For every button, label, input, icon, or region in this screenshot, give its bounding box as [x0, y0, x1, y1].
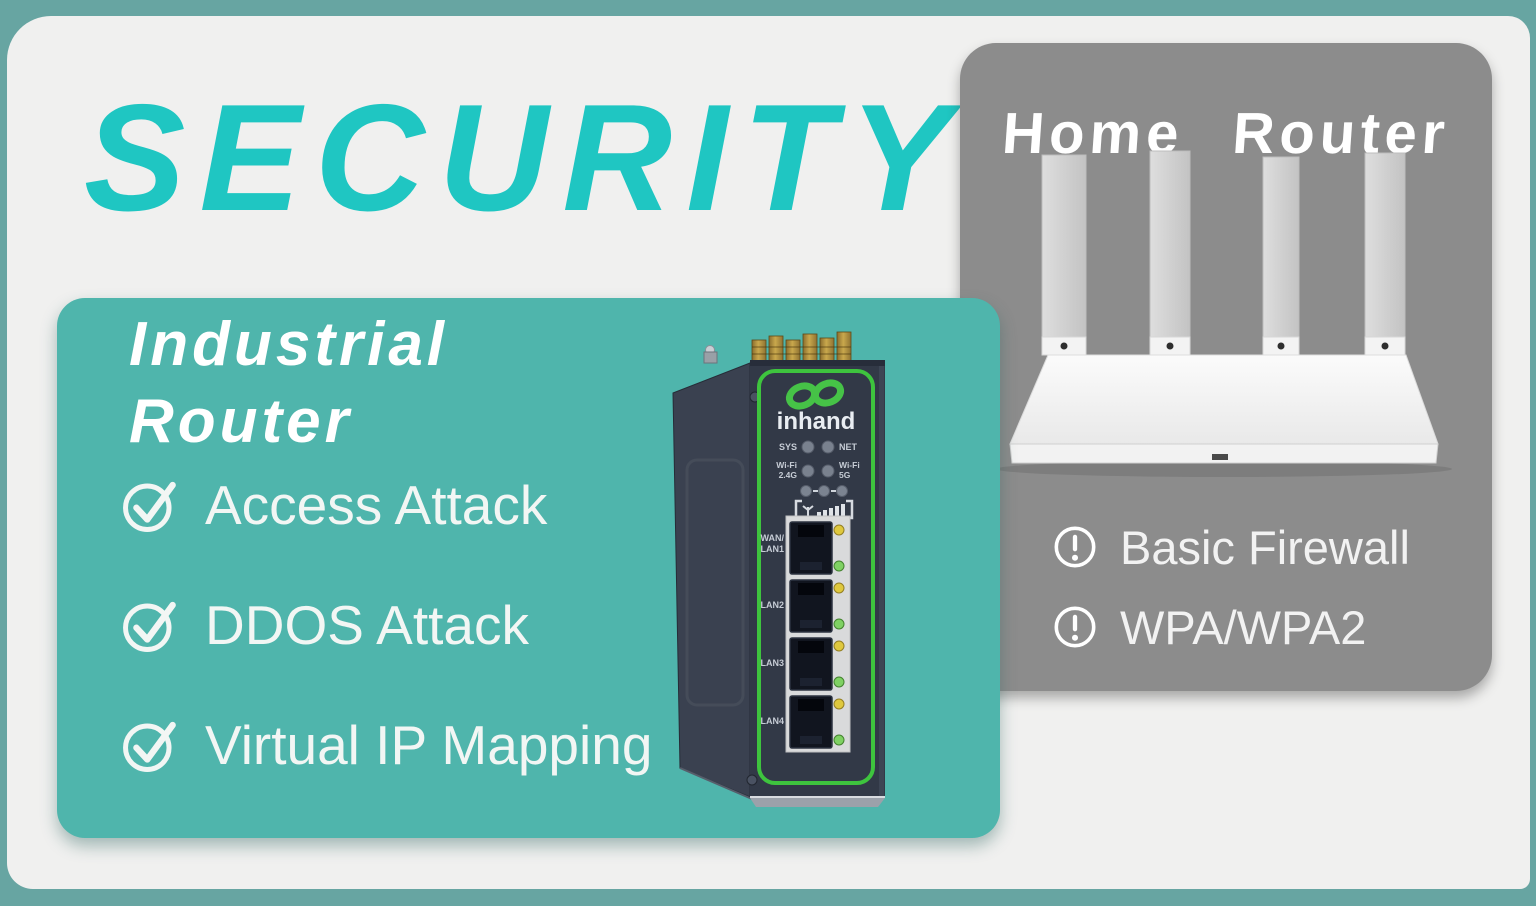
industrial-router-title-line1: Industrial — [129, 310, 449, 379]
industrial-feature-label: DDOS Attack — [205, 593, 529, 656]
led-wifi5-label-line1: Wi-Fi — [839, 460, 860, 470]
screw-icon — [746, 774, 758, 786]
port-label: LAN2 — [760, 600, 784, 610]
industrial-feature-row: Access Attack — [121, 471, 547, 539]
home-router-image — [996, 150, 1452, 477]
port-label: WAN/ — [761, 533, 785, 543]
industrial-feature-row: Virtual IP Mapping — [121, 711, 652, 779]
industrial-router-image: inhand SYS NET Wi-Fi 2.4G Wi-Fi 5G — [672, 331, 885, 807]
port-lan2: LAN2 — [760, 579, 845, 633]
led-wifi5-label-line2: 5G — [839, 470, 851, 480]
led-wifi24-label-line2: 2.4G — [779, 470, 798, 480]
home-router-shadow — [996, 461, 1452, 477]
exclamation-circle-icon — [1054, 526, 1096, 568]
ethernet-ports: WAN/ LAN1 LAN2 LAN3 — [760, 515, 851, 753]
home-feature-label: Basic Firewall — [1120, 520, 1410, 574]
led-net-label: NET — [839, 442, 858, 452]
port-label: LAN1 — [760, 544, 784, 554]
antenna-icon — [1041, 154, 1087, 356]
port-wan-lan1: WAN/ LAN1 — [760, 521, 845, 575]
console-connector-icon — [703, 345, 718, 364]
home-router-panel: Home Router — [960, 43, 1492, 691]
check-circle-icon — [123, 601, 176, 652]
home-feature-row: Basic Firewall — [1052, 517, 1410, 577]
home-router-antennas — [1041, 150, 1406, 356]
industrial-feature-row: DDOS Attack — [121, 591, 529, 659]
security-title: SECURITY — [84, 73, 965, 243]
exclamation-circle-icon — [1054, 606, 1096, 648]
inhand-logo-icon — [785, 379, 845, 410]
port-label: LAN4 — [760, 716, 784, 726]
green-outline — [757, 369, 875, 785]
port-label: LAN3 — [760, 658, 784, 668]
home-feature-row: WPA/WPA2 — [1052, 597, 1366, 657]
antenna-icon — [1262, 156, 1300, 356]
led-wifi24-label-line1: Wi-Fi — [776, 460, 797, 470]
home-feature-label: WPA/WPA2 — [1120, 600, 1367, 654]
device-side-face — [672, 362, 753, 800]
check-circle-icon — [123, 481, 176, 532]
industrial-feature-label: Virtual IP Mapping — [205, 713, 653, 776]
port-lan4: LAN4 — [760, 695, 845, 749]
brand-name: inhand — [777, 408, 856, 435]
home-router-body — [1009, 354, 1439, 464]
industrial-router-title-line2: Router — [129, 387, 353, 456]
antenna-icon — [1364, 152, 1406, 356]
check-circle-icon — [123, 721, 176, 772]
status-leds: SYS NET Wi-Fi 2.4G Wi-Fi 5G — [776, 440, 860, 497]
sma-antenna-connectors-icon — [751, 331, 852, 367]
industrial-feature-label: Access Attack — [205, 473, 548, 536]
led-sys-label: SYS — [779, 442, 797, 452]
antenna-icon — [1149, 150, 1191, 356]
port-lan3: LAN3 — [760, 637, 845, 691]
